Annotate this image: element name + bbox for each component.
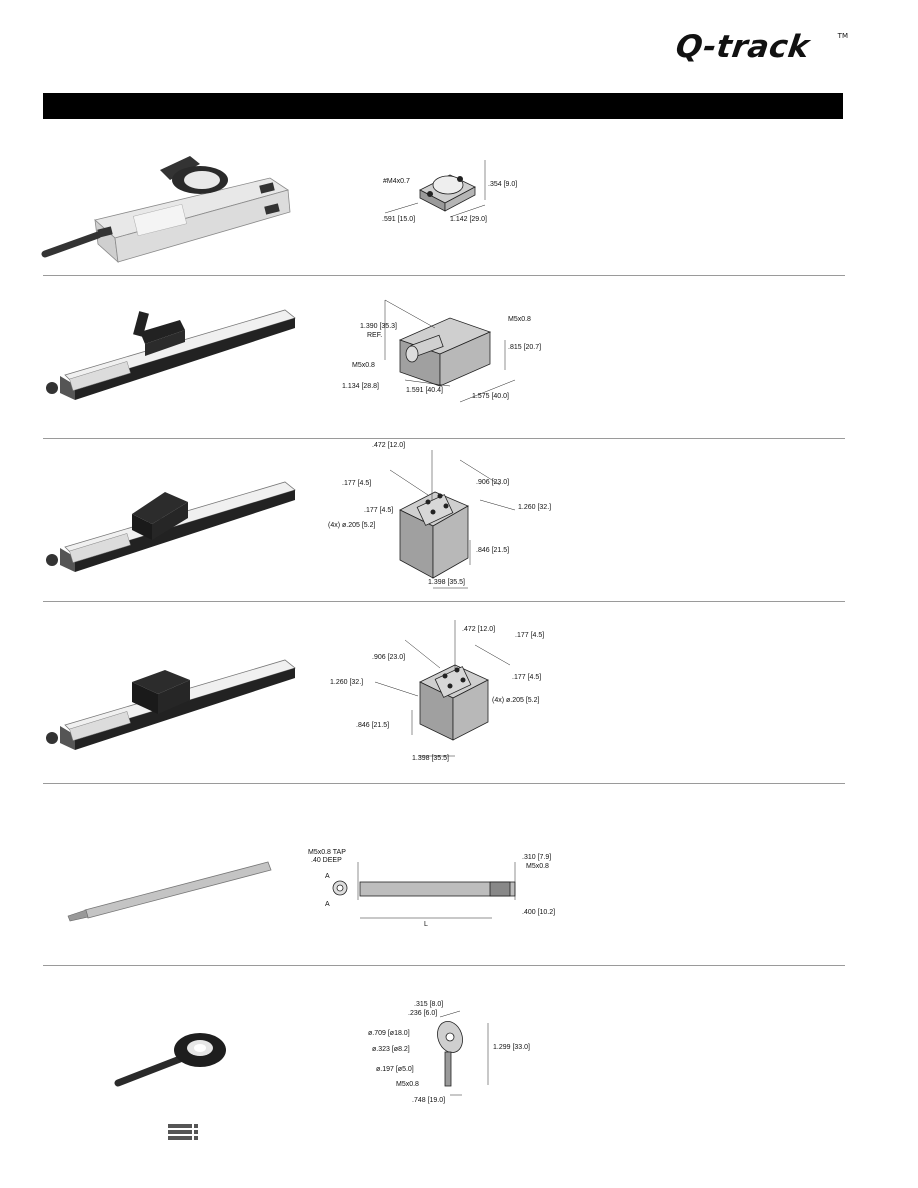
slider-block-right-dimension-drawing: .472 [12.0] .177 [4.5] .906 [23.0] 1.260… [330, 620, 544, 762]
sensor-product-photo [41, 156, 291, 264]
slide-offset-label: 1.134 [28.8] [342, 383, 379, 390]
rod-section-label-top: A [325, 873, 330, 880]
eye-thread-length-label: .748 [19.0] [412, 1097, 445, 1104]
block-right-edge-offset-2-label: .177 [4.5] [512, 674, 541, 681]
trademark: TM [837, 32, 848, 40]
magnet-width-label: .591 [15.0] [382, 216, 415, 223]
rod-eye-dimension-drawing: .315 [8.0] .236 [6.0] ø.709 [ø18.0] 1.29… [368, 1001, 530, 1104]
block-left-holes-label: (4x) ø.205 [5.2] [328, 522, 376, 529]
block-right-edge-offset-label: .177 [4.5] [515, 632, 544, 639]
eye-thread-label: M5x0.8 [396, 1081, 419, 1088]
rod-depth-label: .40 DEEP [311, 857, 342, 864]
rod-thread-length-label: .400 [10.2] [522, 909, 555, 916]
sensor-slider-block-photo [46, 481, 296, 572]
slide-thread-top-label: M5x0.8 [508, 316, 531, 323]
rod-section-label-bottom: A [325, 901, 330, 908]
eye-overall-label: 1.299 [33.0] [493, 1044, 530, 1051]
slide-thread-side-label: M5x0.8 [352, 362, 375, 369]
slide-length-label: 1.575 [40.0] [472, 393, 509, 400]
magnet-length-label: 1.142 [29.0] [450, 216, 487, 223]
section-header-bar [43, 93, 843, 119]
eye-inner-thickness-label: .236 [6.0] [408, 1010, 437, 1017]
row-divider [43, 438, 845, 439]
row-divider [43, 965, 845, 966]
eye-thickness-label: .315 [8.0] [414, 1001, 443, 1008]
magnet-tap-label: #M4x0.7 [383, 178, 410, 185]
block-right-height-label: .846 [21.5] [356, 722, 389, 729]
rod-end-slide-dimension-drawing: 1.390 [35.3] REF. M5x0.8 .815 [20.7] M5x… [342, 299, 541, 403]
block-left-hole-spacing-label: .472 [12.0] [372, 442, 405, 449]
magnet-height-label: .354 [9.0] [488, 181, 517, 188]
block-right-hole-spacing-label: .472 [12.0] [462, 626, 495, 633]
eye-hole-dia-label: ø.323 [ø8.2] [372, 1046, 410, 1053]
slide-ref-height-label: 1.390 [35.3] [360, 323, 397, 330]
block-right-width-label: 1.260 [32.] [330, 679, 363, 686]
slide-height-label: .815 [20.7] [508, 344, 541, 351]
block-left-height-label: .846 [21.5] [476, 547, 509, 554]
list-lines-icon [168, 1124, 198, 1140]
row-divider [43, 275, 845, 276]
sensor-slider-block-right-photo [46, 659, 296, 750]
block-left-length-label: 1.398 [35.5] [428, 579, 465, 586]
slider-block-left-dimension-drawing: .472 [12.0] .177 [4.5] .906 [23.0] .177 … [328, 442, 551, 589]
block-left-span-label: .906 [23.0] [476, 479, 509, 486]
slide-width-label: 1.591 [40.4] [406, 387, 443, 394]
row-divider [43, 601, 845, 602]
block-left-edge-offset-2-label: .177 [4.5] [364, 507, 393, 514]
block-right-holes-label: (4x) ø.205 [5.2] [492, 697, 540, 704]
brand-logo: Q-track TM [673, 29, 848, 65]
extension-rod-photo [67, 861, 272, 922]
rod-diameter-label: .310 [7.9] [522, 854, 551, 861]
rod-length-label: L [424, 921, 428, 928]
block-right-span-label: .906 [23.0] [372, 654, 405, 661]
block-right-length-label: 1.398 [35.5] [412, 755, 449, 762]
extension-rod-dimension-drawing: M5x0.8 TAP .40 DEEP A A .310 [7.9] M5x0.… [308, 849, 555, 928]
rod-tap-label: M5x0.8 TAP [308, 849, 346, 856]
rod-thread-label: M5x0.8 [526, 863, 549, 870]
eye-ball-dia-label: ø.197 [ø5.0] [376, 1066, 414, 1073]
block-left-edge-offset-label: .177 [4.5] [342, 480, 371, 487]
row-divider [43, 783, 845, 784]
brand-name: Q-track [673, 29, 812, 65]
magnet-dimension-drawing: #M4x0.7 .354 [9.0] .591 [15.0] 1.142 [29… [382, 160, 517, 223]
slide-ref-label: REF. [367, 332, 382, 339]
block-left-width-label: 1.260 [32.] [518, 504, 551, 511]
sensor-rod-end-slide-photo [46, 309, 296, 400]
rod-eye-photo [114, 1033, 226, 1087]
eye-outer-dia-label: ø.709 [ø18.0] [368, 1030, 410, 1037]
